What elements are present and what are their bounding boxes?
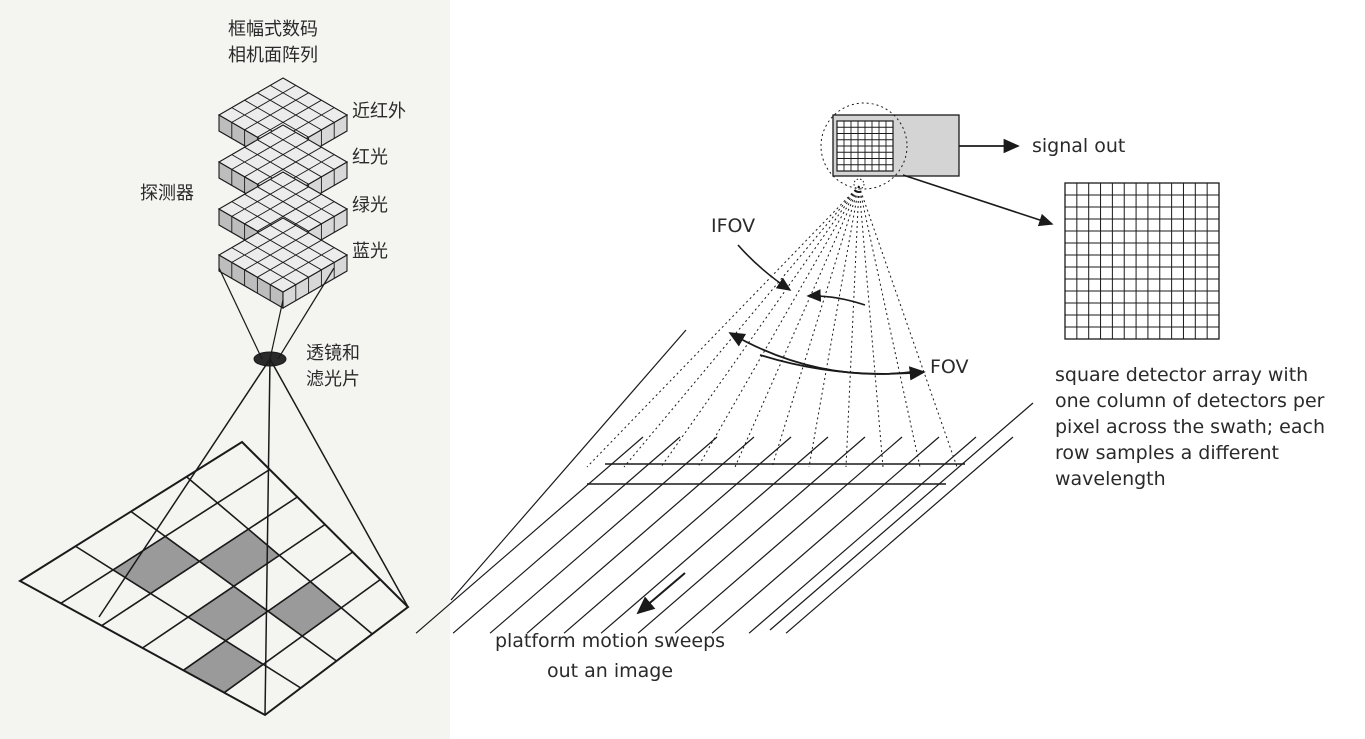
detector-grid-line <box>257 139 322 178</box>
swath-boundary-line <box>450 329 687 601</box>
sensor-zoom-circle <box>820 102 908 190</box>
swath-ground-line <box>600 436 829 634</box>
ifov-span-arrow <box>806 289 866 306</box>
fov-arrow-right <box>759 354 926 381</box>
band-label-red: 红光 <box>352 147 388 168</box>
fov-label: FOV <box>930 356 969 378</box>
detector-grid-line <box>269 179 335 217</box>
frame-camera-illustration <box>18 77 410 717</box>
fov-arrow-left <box>728 332 921 375</box>
ifov-label: IFOV <box>711 215 756 237</box>
band-label-blue: 蓝光 <box>352 241 388 262</box>
detector-grid-line <box>244 186 309 225</box>
fov-ray <box>734 185 860 468</box>
detector-grid-line <box>231 247 297 285</box>
fov-ray <box>660 185 860 468</box>
ground-grid-line <box>185 476 373 635</box>
fov-ray <box>858 185 958 468</box>
detector-grid-line <box>269 85 335 123</box>
swath-ground-line <box>489 436 718 634</box>
detector-grid-line <box>231 179 297 217</box>
platform-motion-caption: platform motion sweeps out an image <box>470 626 750 686</box>
ground-cone-ray <box>269 358 409 608</box>
ground-cone-ray <box>264 358 271 716</box>
swath-ground-line <box>526 436 755 634</box>
detector-grid-line <box>231 132 297 170</box>
swath-ground-line <box>563 436 792 634</box>
swath-ground-line <box>637 436 866 634</box>
detector-caption-line3: pixel across the swath; each <box>1055 416 1326 438</box>
motion-caption-line1: platform motion sweeps <box>494 630 726 652</box>
fov-ray <box>858 185 921 468</box>
swath-ground-line <box>748 436 977 634</box>
detector-label: 探测器 <box>140 183 194 204</box>
swath-ground-line <box>674 436 903 634</box>
detector-grid-line <box>231 225 297 263</box>
lens-label-line1: 透镜和 <box>306 343 360 364</box>
detector-grid-line <box>244 193 309 232</box>
lens-label-line2: 滤光片 <box>306 369 360 390</box>
ground-cone-ray <box>98 358 271 618</box>
frame-camera-figure: 框幅式数码 相机面阵列 探测器 近红外 红光 绿光 蓝光 透镜和 滤光片 <box>0 0 450 739</box>
detector-grid-line <box>269 132 335 170</box>
swath-ground-line <box>415 436 644 634</box>
fov-ray <box>858 185 884 468</box>
detector-grid-line <box>231 85 297 123</box>
detector-caption-line1: square detector array with <box>1055 364 1309 386</box>
swath-ground-line <box>452 436 681 634</box>
fov-ray <box>586 185 860 468</box>
detector-grid-line <box>269 225 335 263</box>
signal-out-label: signal out <box>1032 135 1126 157</box>
detector-cone-ray <box>277 267 335 360</box>
ground-grid-line <box>75 545 302 689</box>
platform-motion-arrow <box>636 572 686 615</box>
ground-grid-line <box>130 510 337 662</box>
detector-array-caption: square detector array with one column of… <box>1055 362 1325 492</box>
detector-layer-top <box>217 217 349 293</box>
detector-grid-line <box>257 232 322 271</box>
detector-grid-line <box>269 247 335 285</box>
detector-cone-ray <box>269 299 284 360</box>
fov-ray <box>623 185 860 468</box>
fov-ray <box>771 185 860 468</box>
band-label-green: 绿光 <box>352 195 388 216</box>
swath-boundary-line <box>769 402 1034 631</box>
square-detector-array <box>1064 182 1220 340</box>
detector-grid-line <box>257 186 322 225</box>
camera-array-title-line1: 框幅式数码 <box>228 19 318 40</box>
fov-ray <box>845 185 860 468</box>
detector-grid-line <box>244 239 309 278</box>
fov-ray <box>697 185 860 468</box>
fov-ray <box>808 185 860 468</box>
ifov-pointer-arrow <box>737 244 792 291</box>
detector-grid-line <box>257 146 322 185</box>
detector-grid-line <box>257 99 322 138</box>
detector-grid-line <box>244 146 309 185</box>
detector-grid-line <box>257 239 322 278</box>
detector-grid-line <box>244 99 309 138</box>
detector-grid-line <box>244 232 309 271</box>
zoom-pointer-arrow <box>902 174 1054 227</box>
detector-grid-line <box>244 139 309 178</box>
detector-caption-line4: row samples a different <box>1055 442 1279 464</box>
detector-grid-line <box>257 92 322 131</box>
motion-caption-line2: out an image <box>546 660 674 682</box>
camera-array-title-line2: 相机面阵列 <box>228 45 318 66</box>
detector-caption-line2: one column of detectors per <box>1055 390 1325 412</box>
band-label-nir: 近红外 <box>352 101 406 122</box>
detector-cone-ray <box>218 267 263 360</box>
detector-grid-line <box>244 92 309 131</box>
detector-grid-line <box>257 193 322 232</box>
swath-ground-line <box>785 436 1014 634</box>
sensor-lens-point <box>853 178 865 190</box>
detector-caption-line5: wavelength <box>1055 468 1166 490</box>
swath-ground-line <box>711 436 940 634</box>
